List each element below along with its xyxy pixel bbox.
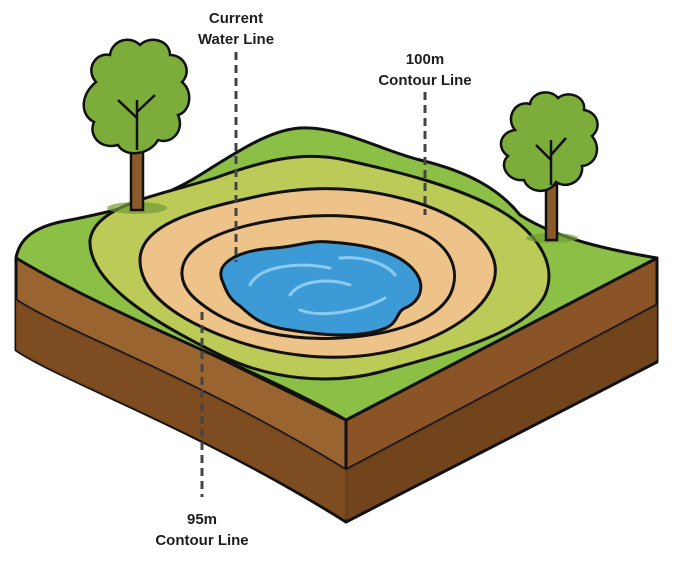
label-100m-contour-line: 100m Contour Line xyxy=(378,49,471,91)
tree-right xyxy=(499,91,599,243)
water-ripple-4 xyxy=(338,256,397,277)
label-95m-contour-line: 95m Contour Line xyxy=(155,509,248,551)
water-ripple-2 xyxy=(288,279,352,297)
tree-left xyxy=(82,38,191,214)
soil-bottom-shade xyxy=(16,300,346,520)
label-current-water-line-l2: Water Line xyxy=(197,31,275,48)
water-ripple-3 xyxy=(298,296,387,316)
label-current-water-line-l1: Current xyxy=(208,10,264,27)
soil-bottom-shade-right xyxy=(346,305,657,520)
water-ripple-1 xyxy=(248,263,332,287)
lake-water xyxy=(219,240,423,337)
label-100m-l2: Contour Line xyxy=(378,72,472,89)
label-100m-l1: 100m xyxy=(405,51,445,68)
label-current-water-line: Current Water Line xyxy=(198,8,274,50)
label-95m-l1: 95m xyxy=(186,511,218,528)
label-95m-l2: Contour Line xyxy=(155,532,249,549)
